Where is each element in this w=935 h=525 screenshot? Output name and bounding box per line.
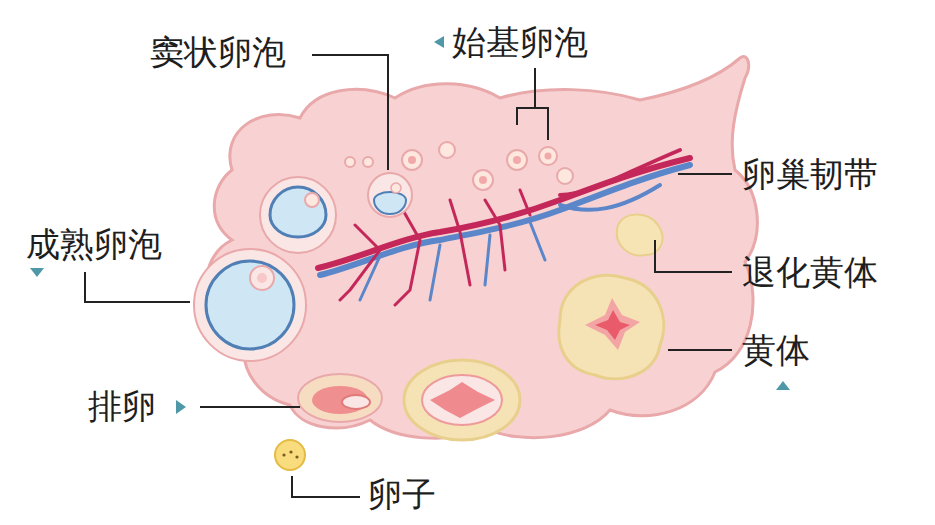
part-label: 排卵 — [88, 386, 156, 427]
part-label: 始基卵泡 — [452, 22, 588, 63]
follicles — [194, 142, 573, 361]
ovulation-site — [298, 374, 382, 422]
part-label: 黄体 — [742, 330, 810, 371]
corpus-luteum — [404, 214, 664, 440]
part-label: 卵巢韧带 — [742, 154, 878, 195]
part-label: 窦状卵泡 — [150, 32, 286, 73]
leader-lines — [85, 55, 732, 497]
part-label: 退化黄体 — [742, 252, 878, 293]
part-label: 卵子 — [368, 474, 436, 515]
egg-cell — [275, 440, 305, 470]
part-label: 成熟卵泡 — [26, 224, 162, 265]
ovary-outline — [205, 57, 757, 439]
